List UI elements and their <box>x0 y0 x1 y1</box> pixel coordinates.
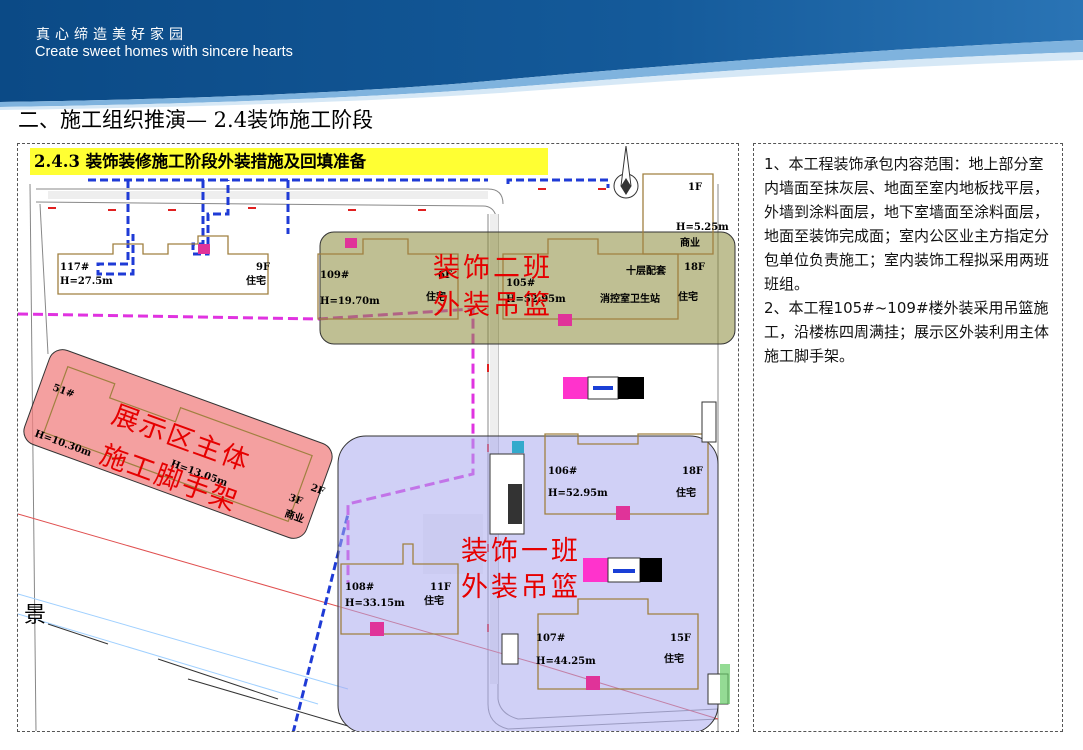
site-plan-panel: 117# H=27.5m 9F 住宅 109# H=19.70m 6F 住宅 1… <box>17 143 739 732</box>
b109-id: 109# <box>320 270 349 281</box>
lift-icon <box>616 506 630 520</box>
notes-panel: 1、本工程装饰承包内容范围：地上部分室内墙面至抹灰层、地面至室内地板找平层，外墙… <box>753 143 1063 732</box>
zone-team1-line2: 外装吊篮 <box>461 572 581 603</box>
b117-use: 住宅 <box>246 274 266 287</box>
b107-floors: 15F <box>670 633 691 644</box>
slogan-english: Create sweet homes with sincere hearts <box>35 44 293 60</box>
b1f-use: 商业 <box>680 236 700 249</box>
section-subtitle: 2.4.3 装饰装修施工阶段外装措施及回填准备 <box>30 148 548 175</box>
b109-height: H=19.70m <box>320 296 380 307</box>
b107-height: H=44.25m <box>536 656 596 667</box>
lift-icon <box>586 676 600 690</box>
b108-height: H=33.15m <box>345 598 405 609</box>
b51b-floors2: 2F <box>309 482 326 497</box>
b105-height: H=52.95m <box>506 294 566 305</box>
landscape-label: 景 <box>24 603 46 628</box>
slogan-chinese: 真心缔造美好家园 <box>36 27 188 43</box>
b108-use: 住宅 <box>424 594 444 607</box>
b106-floors: 18F <box>682 466 703 477</box>
b109-use: 住宅 <box>426 290 446 303</box>
b106-use: 住宅 <box>676 486 696 499</box>
zone-show-area-group <box>23 349 333 539</box>
page-title: 二、施工组织推演— 2.4装饰施工阶段 <box>18 108 374 132</box>
b-fire-label: 十层配套 <box>626 264 667 277</box>
b107-use: 住宅 <box>664 652 684 665</box>
b107-id: 107# <box>536 633 565 644</box>
zone-team2-line1: 装饰二班 <box>433 253 553 284</box>
b51b-floors: 3F <box>287 492 304 507</box>
header-banner: 真心缔造美好家园 Create sweet homes with sincere… <box>0 0 1083 110</box>
b108-floors: 11F <box>430 582 451 593</box>
b117-floors: 9F <box>256 262 270 273</box>
building-106-outline <box>544 433 709 515</box>
b1f-floors: 1F <box>688 182 702 193</box>
compass-icon <box>613 145 639 199</box>
b109-floors: 6F <box>438 270 452 281</box>
b106-height: H=52.95m <box>548 488 608 499</box>
lift-icon <box>345 238 357 248</box>
building-109-outline <box>317 238 459 320</box>
note-paragraph-2: 2、本工程105#~109#楼外装采用吊篮施工，沿楼栋四周满挂；展示区外装利用主… <box>764 299 1050 365</box>
site-facilities <box>489 401 730 705</box>
b117-height: H=27.5m <box>60 276 113 287</box>
zone-show-area <box>23 349 333 539</box>
b105-id: 105# <box>506 278 535 289</box>
banner-wave <box>0 0 1083 110</box>
zone-team1-line1: 装饰一班 <box>461 536 581 567</box>
note-paragraph-1: 1、本工程装饰承包内容范围：地上部分室内墙面至抹灰层、地面至室内地板找平层，外墙… <box>764 155 1050 293</box>
b1f-height: H=5.25m <box>676 222 729 233</box>
zone-team2 <box>319 231 736 345</box>
b-fire-label2: 消控室卫生站 <box>600 292 660 305</box>
b106-id: 106# <box>548 466 577 477</box>
zone-team2-line2: 外装吊篮 <box>433 290 553 321</box>
lift-icon <box>198 244 210 254</box>
material-yard-1 <box>563 376 644 400</box>
b105-use: 住宅 <box>678 290 698 303</box>
b117-id: 117# <box>60 262 89 273</box>
b108-id: 108# <box>345 582 374 593</box>
site-plan-map: 117# H=27.5m 9F 住宅 109# H=19.70m 6F 住宅 1… <box>18 145 736 731</box>
material-yard-2 <box>583 557 662 583</box>
b105-floors: 18F <box>684 262 705 273</box>
building-1f-outline <box>642 173 714 255</box>
lift-icon <box>370 622 384 636</box>
construction-lifts <box>198 238 630 690</box>
lift-icon <box>558 314 572 326</box>
